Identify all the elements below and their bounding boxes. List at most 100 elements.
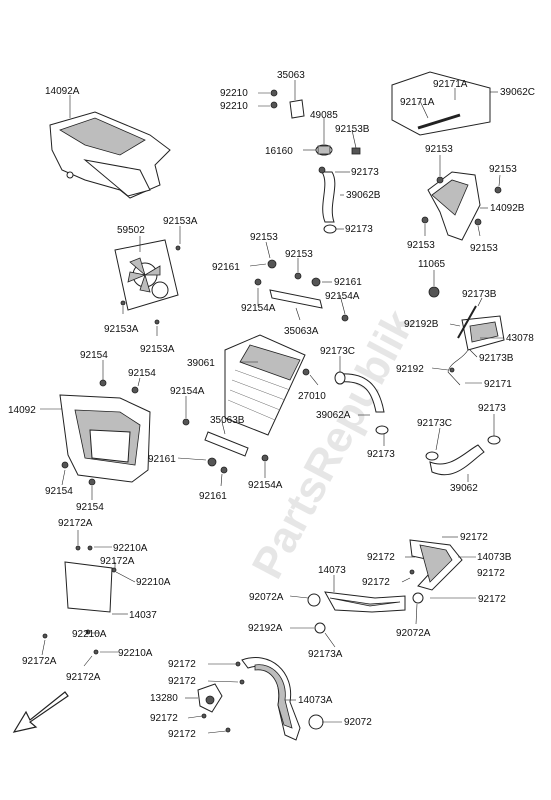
duct-14073[interactable] xyxy=(307,591,406,634)
label-92210a: 92210A xyxy=(136,577,171,588)
bracket-35063b[interactable] xyxy=(204,431,269,474)
part-number-labels: 14092A 35063 92210 92210 49085 92153B 16… xyxy=(8,70,535,740)
bracket-14092b[interactable] xyxy=(421,171,502,241)
label-92210a: 92210A xyxy=(72,629,107,640)
label-92161: 92161 xyxy=(334,277,362,288)
label-92153a: 92153A xyxy=(140,344,175,355)
label-92154a: 92154A xyxy=(248,480,283,491)
label-92172a: 92172A xyxy=(22,656,57,667)
leader-lines xyxy=(40,80,504,734)
label-92192b: 92192B xyxy=(404,319,439,330)
label-92172: 92172 xyxy=(367,552,395,563)
label-92072a: 92072A xyxy=(249,592,284,603)
label-92154: 92154 xyxy=(45,486,73,497)
label-92173a: 92173A xyxy=(308,649,343,660)
label-92172: 92172 xyxy=(150,713,178,724)
label-92153: 92153 xyxy=(407,240,435,251)
label-92161: 92161 xyxy=(199,491,227,502)
label-92210a: 92210A xyxy=(113,543,148,554)
label-39062a: 39062A xyxy=(316,410,351,421)
label-14092a: 14092A xyxy=(45,86,80,97)
label-14073a: 14073A xyxy=(298,695,333,706)
bracket-13280[interactable] xyxy=(197,683,231,733)
label-92153: 92153 xyxy=(285,249,313,260)
label-92173: 92173 xyxy=(351,167,379,178)
grommet-cluster[interactable] xyxy=(120,259,321,325)
label-39062b: 39062B xyxy=(346,190,381,201)
shroud-14092[interactable] xyxy=(59,379,190,486)
label-92172a: 92172A xyxy=(58,518,93,529)
plate-14037[interactable] xyxy=(42,545,117,655)
label-13280: 13280 xyxy=(150,693,178,704)
label-92173b: 92173B xyxy=(479,353,514,364)
hose-39062[interactable] xyxy=(425,435,501,476)
cap-11065[interactable] xyxy=(428,286,440,298)
label-14037: 14037 xyxy=(129,610,157,621)
clamp-35063[interactable] xyxy=(270,89,305,119)
label-14073: 14073 xyxy=(318,565,346,576)
label-92172: 92172 xyxy=(477,568,505,579)
label-92161: 92161 xyxy=(148,454,176,465)
label-92072: 92072 xyxy=(344,717,372,728)
label-92172: 92172 xyxy=(362,577,390,588)
label-92172: 92172 xyxy=(478,594,506,605)
bracket-box-92171a[interactable] xyxy=(391,71,491,136)
label-39062: 39062 xyxy=(450,483,478,494)
label-35063b: 35063B xyxy=(210,415,245,426)
label-92210: 92210 xyxy=(220,88,248,99)
label-35063a: 35063A xyxy=(284,326,319,337)
label-92172: 92172 xyxy=(168,659,196,670)
label-49085: 49085 xyxy=(310,110,338,121)
label-92154a: 92154A xyxy=(241,303,276,314)
label-92172: 92172 xyxy=(168,676,196,687)
label-92153: 92153 xyxy=(425,144,453,155)
reservoir-43078[interactable] xyxy=(447,305,505,386)
label-92153: 92153 xyxy=(489,164,517,175)
label-16160: 16160 xyxy=(265,146,293,157)
label-92153: 92153 xyxy=(470,243,498,254)
label-92154a: 92154A xyxy=(325,291,360,302)
label-92192a: 92192A xyxy=(248,623,283,634)
label-14092b: 14092B xyxy=(490,203,525,214)
label-92153: 92153 xyxy=(250,232,278,243)
label-92172a: 92172A xyxy=(100,556,135,567)
duct-14073a[interactable] xyxy=(235,657,324,741)
fan-59502[interactable] xyxy=(114,239,181,311)
label-92173: 92173 xyxy=(367,449,395,460)
label-92210: 92210 xyxy=(220,101,248,112)
hose-39062b[interactable] xyxy=(318,166,337,234)
label-92173c: 92173C xyxy=(320,346,355,357)
hose-39062a[interactable] xyxy=(334,371,389,435)
duct-14073b[interactable] xyxy=(409,539,463,604)
label-11065: 11065 xyxy=(418,259,446,270)
label-14092: 14092 xyxy=(8,405,36,416)
front-direction-arrow xyxy=(12,691,69,733)
label-92072a: 92072A xyxy=(396,628,431,639)
label-59502: 59502 xyxy=(117,225,145,236)
label-14073b: 14073B xyxy=(477,552,512,563)
label-92173b: 92173B xyxy=(462,289,497,300)
radiator-39061[interactable] xyxy=(224,334,310,436)
label-92172: 92172 xyxy=(460,532,488,543)
label-92173: 92173 xyxy=(345,224,373,235)
label-92173c: 92173C xyxy=(417,418,452,429)
label-92153a: 92153A xyxy=(104,324,139,335)
label-92154: 92154 xyxy=(76,502,104,513)
bracket-35063a[interactable] xyxy=(269,289,349,322)
label-92154a: 92154A xyxy=(170,386,205,397)
label-27010: 27010 xyxy=(298,391,326,402)
label-92173: 92173 xyxy=(478,403,506,414)
label-39061: 39061 xyxy=(187,358,215,369)
cap-49085[interactable] xyxy=(315,144,361,156)
label-92153a: 92153A xyxy=(163,216,198,227)
label-92153b: 92153B xyxy=(335,124,370,135)
label-43078: 43078 xyxy=(506,333,534,344)
label-92171a: 92171A xyxy=(400,97,435,108)
label-92154: 92154 xyxy=(80,350,108,361)
label-35063: 35063 xyxy=(277,70,305,81)
label-39062c: 39062C xyxy=(500,87,535,98)
label-92192: 92192 xyxy=(396,364,424,375)
cover-14092a[interactable] xyxy=(49,111,171,199)
